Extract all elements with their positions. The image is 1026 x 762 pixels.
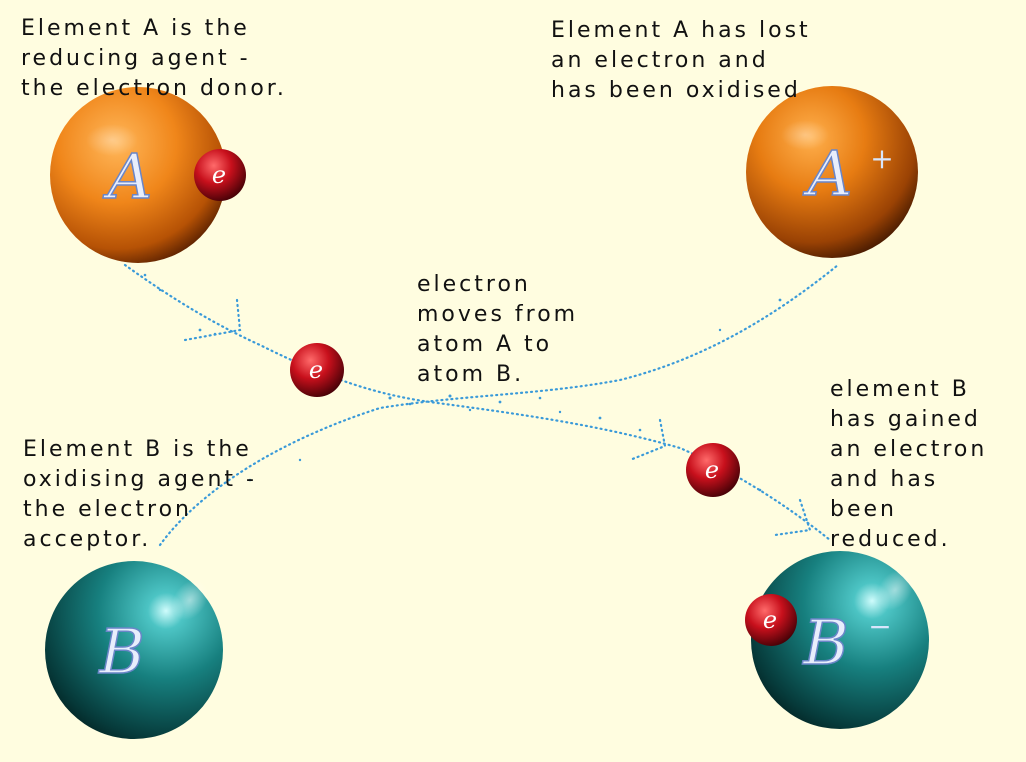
electron-on-atom-b: e xyxy=(745,594,797,646)
caption-a-oxidised: Element A has lost an electron and has b… xyxy=(551,18,811,103)
atom-b-reduced: B − xyxy=(751,551,929,729)
atom-b-minus-symbol: B xyxy=(802,606,849,679)
atom-a-charge: + xyxy=(870,142,893,175)
caption-b-oxidising-agent: Element B is the oxidising agent - the e… xyxy=(23,437,257,552)
electron-path-scatter xyxy=(143,273,782,492)
caption-electron-moves: electron moves from atom A to atom B. xyxy=(417,272,579,387)
atom-a-plus-symbol: A xyxy=(803,137,853,210)
electron-on-atom-a: e xyxy=(194,149,246,201)
caption-a-reducing-agent: Element A is the reducing agent - the el… xyxy=(21,16,287,101)
atom-b-symbol: B xyxy=(98,615,145,688)
atom-a-reducing: A xyxy=(50,87,226,263)
electron-symbol: e xyxy=(705,456,719,484)
electron-moving-1: e xyxy=(290,343,344,397)
arrow-head-2 xyxy=(628,418,667,462)
path-b-to-a xyxy=(158,263,840,547)
atom-b-charge: − xyxy=(868,610,891,643)
atom-b-oxidising: B xyxy=(45,561,223,739)
electron-symbol: e xyxy=(309,356,323,384)
atom-a-symbol: A xyxy=(103,140,153,213)
arrow-head-3 xyxy=(773,498,812,537)
electron-symbol: e xyxy=(212,161,226,189)
electron-symbol: e xyxy=(763,606,777,634)
caption-b-reduced: element B has gained an electron and has… xyxy=(830,377,988,552)
arrow-head-1 xyxy=(183,298,242,342)
atom-a-oxidised: A + xyxy=(746,86,918,258)
electron-moving-2: e xyxy=(686,443,740,497)
